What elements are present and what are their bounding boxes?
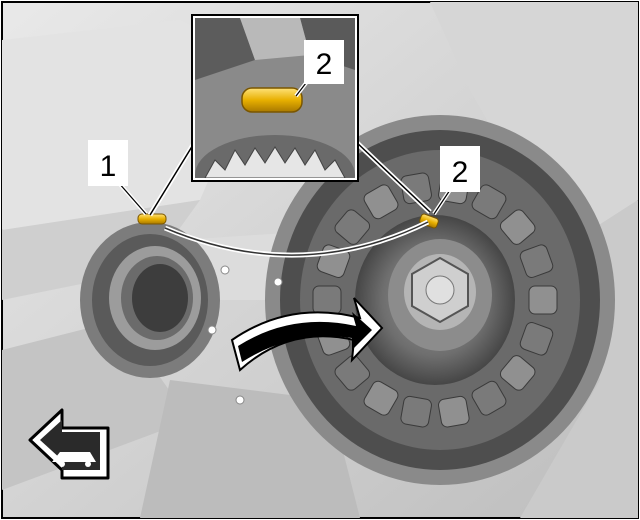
rotation-arrow-icon <box>230 297 384 372</box>
gear-tooth <box>334 355 371 391</box>
gear-tooth <box>400 395 432 428</box>
vehicle-front-direction-icon <box>28 408 110 480</box>
gear-tooth <box>363 380 399 416</box>
plate-holes <box>207 265 283 405</box>
gear-tooth <box>312 285 342 315</box>
gear-tooth <box>363 184 399 220</box>
gear-tooth <box>334 209 371 245</box>
gear-tooth <box>519 322 554 356</box>
inset-callout-number: 2 <box>316 48 333 81</box>
gear-tooth <box>499 209 536 245</box>
inset-alignment-mark <box>241 87 303 113</box>
detail-inset: 2 <box>191 14 359 182</box>
gear-tooth <box>438 395 470 428</box>
gear-tooth <box>528 285 558 315</box>
toothed-hub <box>312 172 558 428</box>
inset-callout-box <box>304 40 344 84</box>
flange-left <box>80 222 220 378</box>
callout-2: 2 <box>432 146 480 216</box>
callout-1-number: 1 <box>100 150 117 183</box>
callout-2-number: 2 <box>452 156 469 189</box>
gear-tooth <box>471 380 507 416</box>
gear-tooth <box>519 244 554 278</box>
gear-tooth <box>499 355 536 391</box>
callout-1: 1 <box>88 140 148 216</box>
hub-center <box>355 215 515 385</box>
gear-tooth <box>471 184 507 220</box>
